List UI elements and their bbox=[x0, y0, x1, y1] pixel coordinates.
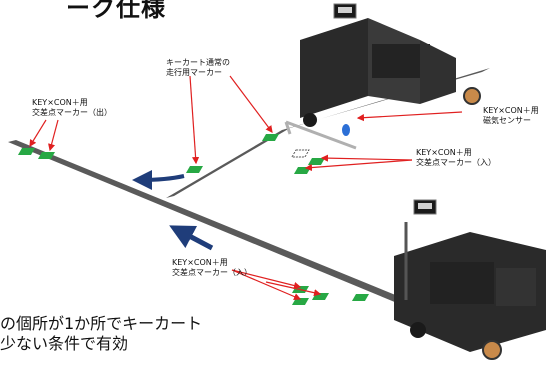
magnet-sensor-icon bbox=[342, 124, 350, 136]
wheel-icon bbox=[482, 340, 502, 360]
marker-in-bottom-4 bbox=[291, 298, 309, 305]
marker-in-bottom-2 bbox=[311, 293, 329, 300]
note-line-1: の個所が1か所でキーカート bbox=[0, 314, 203, 333]
label-keycart-marker: キーカート通常の走行用マーカー bbox=[166, 58, 230, 77]
key-cart-upper bbox=[284, 3, 481, 150]
crossing-markers-out bbox=[17, 148, 55, 159]
keycart-markers bbox=[185, 134, 279, 173]
label-cross-in-bottom: KEY×CON＋用交差点マーカー（入） bbox=[172, 258, 252, 277]
marker-in-right-1 bbox=[307, 158, 325, 165]
track-branch bbox=[166, 68, 490, 198]
label-cross-out: KEY×CON＋用交差点マーカー（出） bbox=[32, 98, 112, 117]
marker-normal-1 bbox=[185, 166, 203, 173]
label-magnet-sensor: KEY×CON＋用磁気センサー bbox=[483, 106, 539, 125]
direction-arrow-turn bbox=[132, 169, 185, 190]
leader-lines bbox=[29, 75, 463, 300]
page-title: ーク仕様 bbox=[66, 0, 166, 22]
marker-out-2 bbox=[37, 152, 55, 159]
marker-normal-2 bbox=[261, 134, 279, 141]
crossing-markers-in-bottom bbox=[291, 286, 369, 305]
marker-out-1 bbox=[17, 148, 35, 155]
crossing-markers-in-right bbox=[291, 149, 325, 174]
marker-placeholder bbox=[291, 149, 310, 158]
label-cross-in-right: KEY×CON＋用交差点マーカー（入） bbox=[416, 148, 496, 167]
wheel-icon bbox=[463, 87, 481, 105]
key-cart-lower bbox=[394, 199, 546, 360]
marker-in-bottom-3 bbox=[351, 294, 369, 301]
direction-arrow-straight bbox=[169, 225, 214, 251]
track-main bbox=[8, 140, 420, 310]
note-line-2: 少ない条件で有効 bbox=[0, 334, 129, 353]
